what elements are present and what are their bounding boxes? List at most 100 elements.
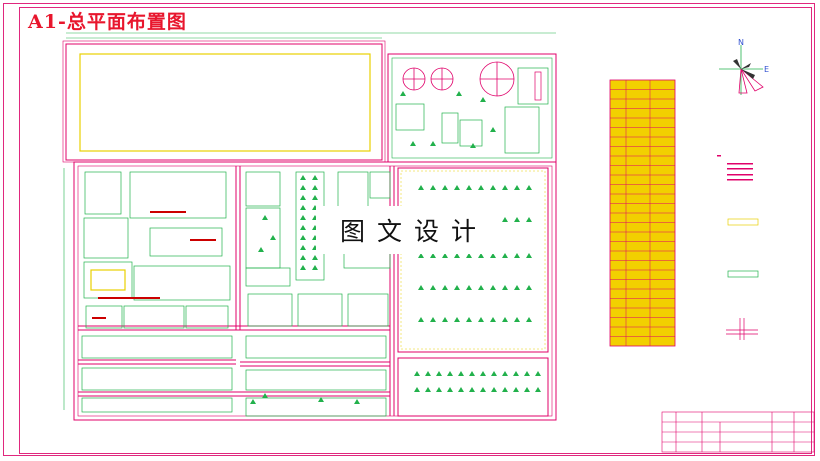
tree-symbol bbox=[250, 399, 256, 404]
tree-symbol bbox=[454, 185, 460, 190]
tree-symbol bbox=[312, 255, 318, 260]
tree-symbol bbox=[300, 255, 306, 260]
tree-symbol bbox=[490, 317, 496, 322]
tree-symbol bbox=[514, 317, 520, 322]
tree-symbol bbox=[425, 387, 431, 392]
title-block bbox=[661, 411, 815, 453]
north-label: N bbox=[738, 38, 744, 47]
digester-tanks bbox=[402, 61, 515, 97]
north-arrow bbox=[719, 45, 764, 95]
red-wall-segments bbox=[92, 211, 216, 319]
tree-symbol bbox=[300, 205, 306, 210]
tree-symbol bbox=[469, 371, 475, 376]
drawing-inner-border bbox=[19, 7, 812, 454]
lower-right-field bbox=[397, 357, 549, 417]
tree-symbol bbox=[524, 387, 530, 392]
tree-symbol bbox=[425, 371, 431, 376]
tree-symbol bbox=[454, 285, 460, 290]
tree-symbol bbox=[478, 317, 484, 322]
tree-symbol bbox=[502, 253, 508, 258]
tree-symbol bbox=[490, 285, 496, 290]
tree-symbol bbox=[312, 175, 318, 180]
tree-symbol bbox=[354, 399, 360, 404]
tree-symbol bbox=[300, 225, 306, 230]
tree-symbol bbox=[480, 97, 486, 102]
tree-symbol bbox=[418, 253, 424, 258]
tree-symbol bbox=[478, 253, 484, 258]
treatment-zone-boundary bbox=[387, 53, 557, 163]
tree-symbol bbox=[270, 235, 276, 240]
right-field-boundary bbox=[397, 167, 549, 353]
tree-symbol bbox=[470, 143, 476, 148]
east-label: E bbox=[764, 65, 769, 74]
tree-symbol bbox=[418, 285, 424, 290]
tree-symbol bbox=[430, 253, 436, 258]
tree-symbol bbox=[456, 91, 462, 96]
tree-symbol bbox=[454, 253, 460, 258]
tree-symbol bbox=[262, 393, 268, 398]
pool bbox=[90, 269, 126, 291]
tree-symbol bbox=[514, 217, 520, 222]
legend-table-grid bbox=[610, 80, 675, 346]
tree-symbol bbox=[466, 317, 472, 322]
watermark: 图文设计 bbox=[316, 206, 500, 254]
road-network bbox=[73, 161, 557, 421]
tree-symbol bbox=[262, 215, 268, 220]
long-shed-building bbox=[79, 53, 371, 152]
right-field-inner bbox=[400, 170, 546, 350]
tree-symbol bbox=[524, 371, 530, 376]
tree-symbol bbox=[430, 185, 436, 190]
tree-symbol bbox=[526, 317, 532, 322]
tree-symbol bbox=[491, 387, 497, 392]
tree-symbol bbox=[490, 253, 496, 258]
tree-symbol bbox=[436, 387, 442, 392]
tree-symbol bbox=[442, 317, 448, 322]
tree-symbol bbox=[454, 317, 460, 322]
tree-symbol bbox=[526, 285, 532, 290]
drawing-border bbox=[3, 3, 815, 456]
tree-symbol bbox=[430, 141, 436, 146]
tree-symbol bbox=[458, 387, 464, 392]
tree-symbol bbox=[442, 285, 448, 290]
outer-site-boundary bbox=[62, 40, 386, 163]
tree-symbol bbox=[466, 253, 472, 258]
tree-symbol bbox=[300, 185, 306, 190]
tree-symbol bbox=[400, 91, 406, 96]
tree-symbol bbox=[526, 253, 532, 258]
tree-symbol bbox=[513, 387, 519, 392]
tree-symbol bbox=[466, 185, 472, 190]
tree-symbol bbox=[469, 387, 475, 392]
tree-symbol bbox=[300, 265, 306, 270]
tree-symbol bbox=[312, 195, 318, 200]
tree-symbol bbox=[410, 141, 416, 146]
tree-symbol bbox=[535, 387, 541, 392]
tree-symbol bbox=[502, 217, 508, 222]
tree-symbol bbox=[258, 247, 264, 252]
tree-symbol bbox=[318, 397, 324, 402]
tree-symbol bbox=[312, 265, 318, 270]
treatment-zone-inner bbox=[391, 57, 553, 159]
tree-symbol bbox=[480, 387, 486, 392]
lower-sheds bbox=[81, 335, 387, 417]
tree-symbol bbox=[300, 175, 306, 180]
tree-symbol bbox=[478, 185, 484, 190]
tree-symbol bbox=[490, 185, 496, 190]
tree-symbol bbox=[418, 317, 424, 322]
tree-symbol bbox=[478, 285, 484, 290]
tree-symbol bbox=[300, 215, 306, 220]
tree-symbol bbox=[442, 185, 448, 190]
tree-symbol bbox=[502, 371, 508, 376]
tree-symbol bbox=[466, 285, 472, 290]
tree-symbol bbox=[535, 371, 541, 376]
legend-key bbox=[726, 218, 759, 340]
tree-symbol bbox=[514, 185, 520, 190]
tree-symbol bbox=[526, 185, 532, 190]
treatment-buildings bbox=[395, 67, 549, 154]
tree-symbol bbox=[514, 285, 520, 290]
tree-symbol bbox=[502, 317, 508, 322]
tree-symbol bbox=[447, 387, 453, 392]
tree-symbol bbox=[502, 387, 508, 392]
tree-symbol bbox=[502, 285, 508, 290]
tree-symbol bbox=[514, 253, 520, 258]
